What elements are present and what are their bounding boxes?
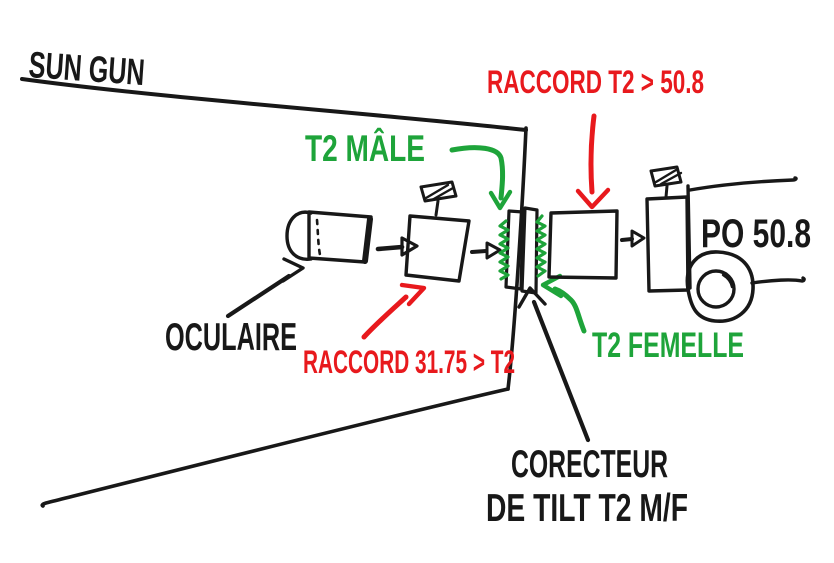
focuser-knob-highlight [721,273,734,289]
po-50-8-label: PO 50.8 [701,212,811,256]
t2-femelle-arrow [540,273,587,334]
tilt-corrector-rear-plate [520,206,539,295]
focuser-knob-outer [685,250,755,323]
focuser-drawtube [645,195,690,293]
sun-gun-label: SUN GUN [27,44,146,93]
t2-male-thread-hatch [498,219,510,281]
flow-arrow-2-head [485,241,502,260]
raccord-31-75-arrow [361,282,427,340]
t2-femelle-arrow-shaft [552,286,587,334]
adapter-31-75-thumbscrew-knob [419,180,458,203]
raccord-t2-50-8-arrow [575,113,611,210]
flow-arrow-1-shaft [375,244,405,252]
corecteur-label-line1: CORECTEUR [511,443,668,486]
raccord-31-75-arrowhead [399,282,427,307]
corecteur-label-line2: DE TILT T2 M/F [486,487,688,530]
flow-arrow-3-shaft [620,237,634,242]
adapter-31-75-thumbscrew-hatch [424,183,455,202]
sun-gun-body-outline [20,77,528,508]
eyepiece-label-arrow-shaft [225,273,292,319]
t2-female-thread-hatch [535,214,547,278]
focuser-drawing [645,165,806,323]
raccord-t2-50-8-arrowhead [575,187,611,210]
corrector-label-arrowhead [517,286,547,309]
adapter-31-75-body [404,214,471,283]
sun-gun-bottom-edge [40,387,510,508]
corrector-label-arrow-shaft [531,299,591,443]
focuser-thumbscrew-knob [649,165,683,188]
adapter-31-75-thumbscrew-stem [434,199,440,217]
flow-arrow-3-head [630,229,646,248]
raccord-31-75-arrow-shaft [361,294,409,340]
tilt-corrector-drawing [504,206,539,295]
focuser-thumbscrew-hatch [654,168,683,186]
eyepiece-label-arrow [225,257,305,319]
focuser-body-bottom-edge [750,276,806,285]
t2-male-arrowhead [488,189,513,211]
t2-femelle-label: T2 FEMELLE [592,326,744,365]
flow-arrow-2-shaft [470,249,488,254]
raccord-t2-50-8-label: RACCORD T2 > 50.8 [487,64,704,100]
oculaire-label: OCULAIRE [165,316,297,359]
focuser-body-top-edge [688,176,798,192]
eyepiece-drawing [285,210,373,264]
t2-male-arrow [449,145,513,211]
eyepiece-dome [285,210,313,261]
raccord-t2-50-8-arrow-shaft [588,113,597,195]
flow-arrow-adapter-to-corrector [470,241,502,260]
eyepiece-body [307,210,373,264]
adapter-t2-50-8-body [547,209,619,280]
eyepiece-label-arrowhead [281,257,305,283]
t2-femelle-arrowhead [540,273,564,299]
eyepiece-rim [362,216,373,264]
flow-arrow-adapter-to-focuser [620,229,646,248]
sun-gun-top-edge [20,77,528,132]
eyepiece-barrel-dashes [315,218,322,257]
corrector-label-arrow [517,286,591,443]
flow-arrow-eyepiece-to-adapter [375,236,419,257]
focuser-knob-inner [696,269,736,309]
adapter-31-75-drawing [404,180,471,283]
t2-male-label: T2 MÂLE [305,127,425,169]
raccord-31-75-label: RACCORD 31.75 > T2 [303,344,515,380]
t2-male-arrow-shaft [449,145,506,201]
sun-gun-front-edge [506,126,528,391]
focuser-thumbscrew-stem [664,184,669,199]
